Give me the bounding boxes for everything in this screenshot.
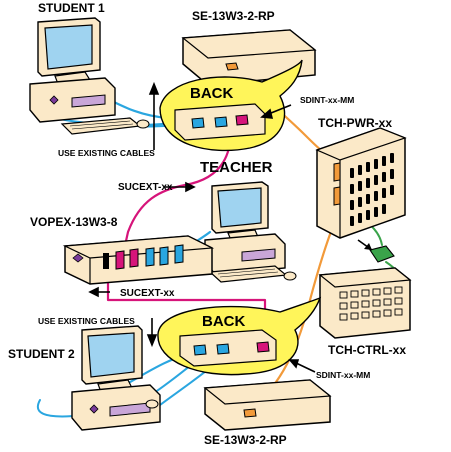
arrows [88,81,316,373]
se-bottom-device [203,379,332,431]
back-highlight-top [159,59,303,152]
label-teacher: TEACHER [200,159,273,176]
label-sdint-bottom: SDINT-xx-MM [316,370,370,380]
ctrl-connector [357,239,395,263]
student1-workstation [29,17,150,135]
tch-ctrl-keypad [318,267,412,339]
label-tch-ctrl: TCH-CTRL-xx [328,343,406,357]
vopex-device [62,235,215,285]
label-se-top: SE-13W3-2-RP [192,9,275,23]
label-student1: STUDENT 1 [38,1,105,15]
label-vopex: VOPEX-13W3-8 [30,215,118,229]
student2-workstation [71,325,161,431]
labels: STUDENT 1 SE-13W3-2-RP BACK SDINT-xx-MM … [8,1,406,447]
label-student2: STUDENT 2 [8,347,75,361]
label-back-top: BACK [190,85,233,102]
label-sucext-mid: SUCEXT-xx [120,288,175,299]
teacher-workstation [204,181,297,283]
back-highlight-bottom [157,296,322,376]
label-sdint-top: SDINT-xx-MM [300,95,354,105]
se-top-device [181,29,317,86]
tch-pwr-device [315,127,407,239]
label-sucext-top: SUCEXT-xx [118,182,173,193]
label-back-bottom: BACK [202,313,245,330]
label-se-bottom: SE-13W3-2-RP [204,433,287,447]
label-use-existing-top: USE EXISTING CABLES [58,148,155,158]
label-tch-pwr: TCH-PWR-xx [318,116,392,130]
label-use-existing-bottom: USE EXISTING CABLES [38,316,135,326]
